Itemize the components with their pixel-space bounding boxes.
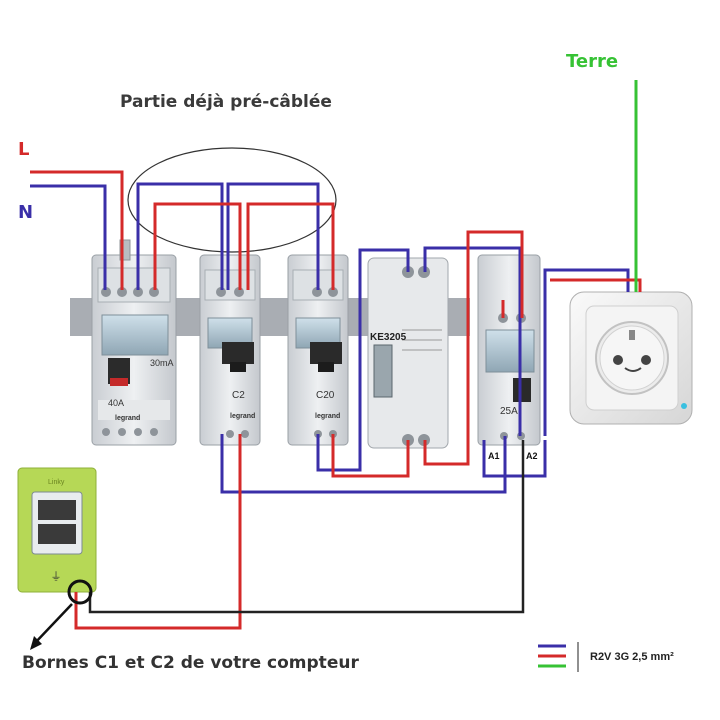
svg-text:⏚: ⏚ bbox=[51, 570, 62, 583]
diff-rating-label: 40A bbox=[108, 398, 124, 408]
prewired-ellipse bbox=[127, 147, 337, 253]
socket-outlet bbox=[569, 291, 693, 425]
contactor bbox=[477, 254, 541, 446]
control-wires bbox=[88, 440, 547, 614]
a1-label: A1 bbox=[488, 451, 500, 461]
neutral-wires bbox=[30, 182, 630, 494]
phase-label: L bbox=[18, 139, 29, 160]
meter-terminals-label: Bornes C1 et C2 de votre compteur bbox=[22, 653, 359, 673]
pointer-arrow-head bbox=[30, 636, 42, 650]
energy-meter bbox=[367, 257, 449, 449]
neutral-label: N bbox=[18, 202, 33, 223]
meter-terminal-circle bbox=[67, 579, 93, 605]
differential-switch bbox=[91, 239, 177, 446]
pointer-arrow bbox=[33, 603, 73, 645]
contactor-rating: 25A bbox=[500, 406, 518, 417]
utility-meter: ⏚ bbox=[17, 467, 97, 593]
diff-brand-label: legrand bbox=[115, 415, 140, 422]
c20-curve-label: C20 bbox=[316, 390, 335, 401]
breaker-c20 bbox=[287, 254, 349, 446]
cable-legend bbox=[538, 642, 579, 672]
phase-wires bbox=[30, 170, 642, 630]
c20-brand-label: legrand bbox=[315, 413, 340, 420]
diff-sensitivity-label: 30mA bbox=[150, 358, 174, 368]
earth-label: Terre bbox=[566, 51, 618, 72]
energy-meter-model: KE3205 bbox=[370, 332, 407, 343]
utility-meter-brand: Linky bbox=[48, 479, 65, 486]
cable-legend-label: R2V 3G 2,5 mm² bbox=[590, 651, 674, 663]
prewired-title: Partie déjà pré-câblée bbox=[120, 92, 332, 112]
a2-label: A2 bbox=[526, 451, 538, 461]
c2-brand-label: legrand bbox=[230, 413, 255, 420]
c2-curve-label: C2 bbox=[232, 390, 245, 401]
